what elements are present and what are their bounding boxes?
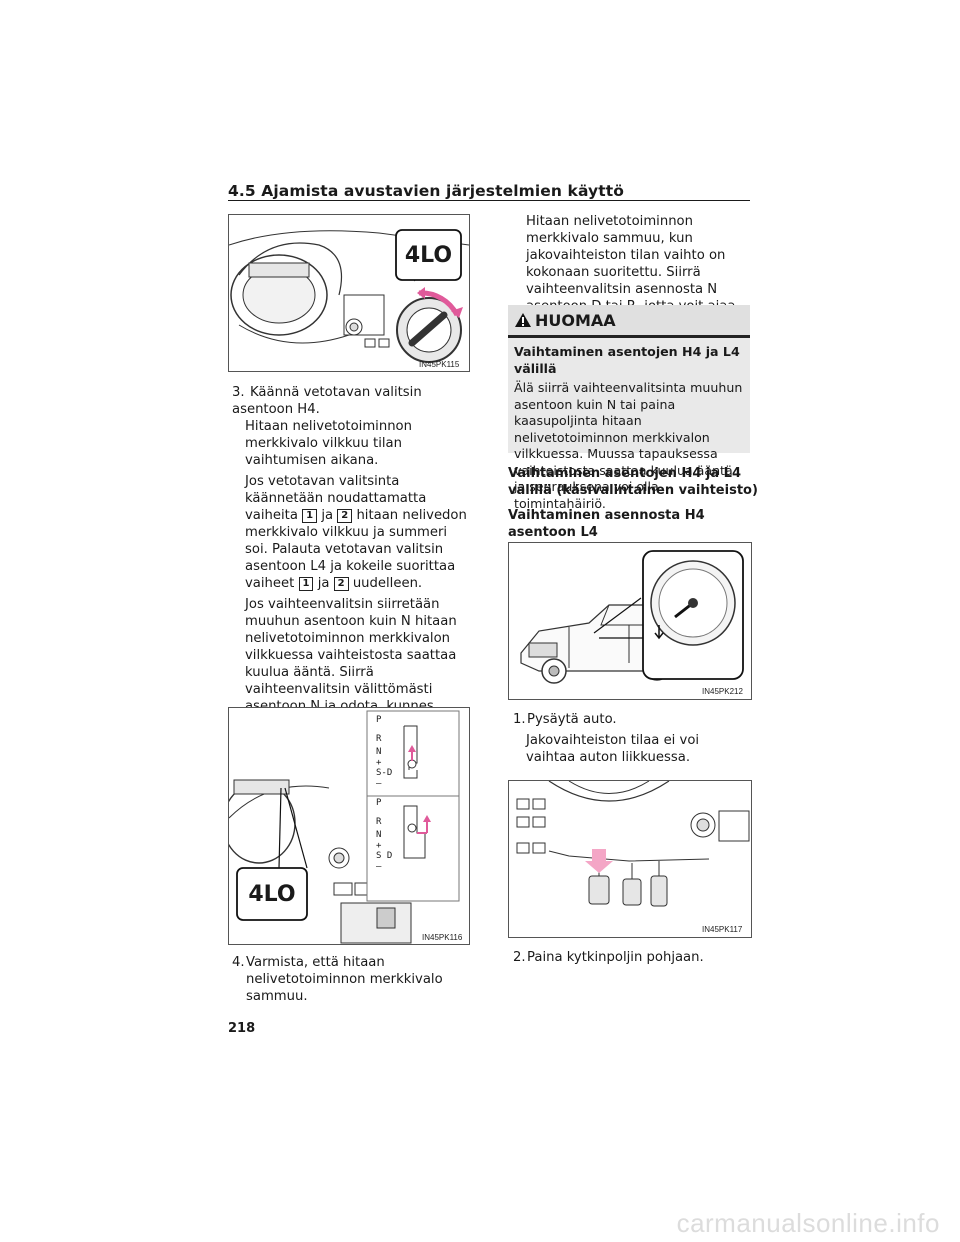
section-title: Vaihtaminen asentojen H4 ja L4 välillä (… — [508, 466, 758, 498]
gate-labels-upper: P R N + S-D – — [376, 714, 393, 789]
gate-label: D — [386, 851, 393, 861]
dashboard-illustration — [229, 229, 469, 363]
gate-label: S — [376, 851, 382, 861]
step-ref-2: 2 — [333, 577, 349, 591]
notice-box: HUOMAA Vaihtaminen asentojen H4 ja L4 vä… — [508, 305, 750, 511]
figure-code: IN45PK117 — [702, 925, 743, 934]
notice-header: HUOMAA — [508, 305, 750, 338]
step-number: 3. — [232, 385, 245, 400]
step-ref-1: 1 — [298, 577, 314, 591]
step-ref-2: 2 — [337, 509, 353, 523]
notice-subtitle: Vaihtaminen asentojen H4 ja L4 välillä — [514, 344, 740, 376]
notice-title: HUOMAA — [535, 310, 616, 330]
indicator-badge: 4LO — [248, 881, 296, 907]
vehicle-illustration — [520, 550, 744, 684]
step-warning: Jos vetotavan valitsinta käännetään noud… — [245, 474, 467, 591]
right-step-2: 2. Paina kytkinpoljin pohjaan. — [513, 949, 749, 966]
step-3-details: Hitaan nelivetotoiminnon merkkivalo vilk… — [245, 418, 473, 753]
notice-text: Älä siirrä vaihteenvalitsinta muuhun ase… — [514, 380, 743, 511]
section-header: 4.5 Ajamista avustavien järjestelmien kä… — [228, 182, 625, 200]
figure-shift-gate: 4LO P R N + S-D – P R N + S D – IN45PK11… — [228, 707, 470, 945]
gate-label: P — [376, 798, 382, 808]
figure-vehicle-stopped: IN45PK212 — [508, 542, 752, 700]
step-note: Hitaan nelivetotoiminnon merkkivalo vilk… — [245, 419, 412, 468]
section-subtitle: Vaihtaminen asennosta H4 asentoon L4 — [508, 508, 705, 540]
step-instruction: Pysäytä auto. — [527, 712, 617, 727]
figure-code: IN45PK115 — [419, 360, 460, 369]
figure-code: IN45PK116 — [422, 933, 463, 942]
shift-gate-illustration — [229, 710, 460, 944]
step-number: 2. — [513, 950, 526, 965]
gate-label: + — [376, 758, 382, 768]
pedal-illustration — [516, 781, 750, 907]
step-number: 4. — [232, 955, 245, 970]
step-instruction: Varmista, että hitaan nelivetotoiminnon … — [246, 955, 443, 1004]
figure-transfer-switch: 4LO IN45PK115 — [228, 214, 470, 372]
gate-label: – — [376, 779, 382, 789]
step-4: 4. Varmista, että hitaan nelivetotoiminn… — [232, 954, 462, 1005]
page-number: 218 — [228, 1021, 256, 1036]
right-intro-text: Hitaan nelivetotoiminnon merkkivalo samm… — [526, 214, 735, 331]
step-instruction: Käännä vetotavan valitsin asentoon H4. — [232, 385, 422, 417]
warning-icon — [515, 313, 531, 327]
step-instruction: Paina kytkinpoljin pohjaan. — [527, 950, 704, 965]
step-ref-1: 1 — [302, 509, 318, 523]
gate-label: + — [376, 841, 382, 851]
right-step-1: 1. Pysäytä auto. Jakovaihteiston tilaa e… — [513, 711, 749, 766]
gate-labels-lower: P R N + S D – — [376, 797, 393, 872]
step-number: 1. — [513, 712, 526, 727]
header-divider — [228, 200, 750, 201]
gate-label: P — [376, 715, 382, 725]
figure-code: IN45PK212 — [702, 687, 743, 696]
step-3: 3.Käännä vetotavan valitsin asentoon H4. — [232, 384, 472, 422]
gate-label: N — [376, 747, 382, 757]
watermark: carmanualsonline.info — [676, 1208, 940, 1238]
indicator-badge: 4LO — [404, 242, 453, 268]
figure-clutch-pedal: IN45PK117 — [508, 780, 752, 938]
gate-label: – — [376, 862, 382, 872]
gate-label: R — [376, 734, 382, 744]
gate-label: S-D — [376, 768, 393, 778]
gate-label: R — [376, 817, 382, 827]
gate-label: N — [376, 830, 382, 840]
step-note: Jakovaihteiston tilaa ei voi vaihtaa aut… — [526, 733, 700, 765]
